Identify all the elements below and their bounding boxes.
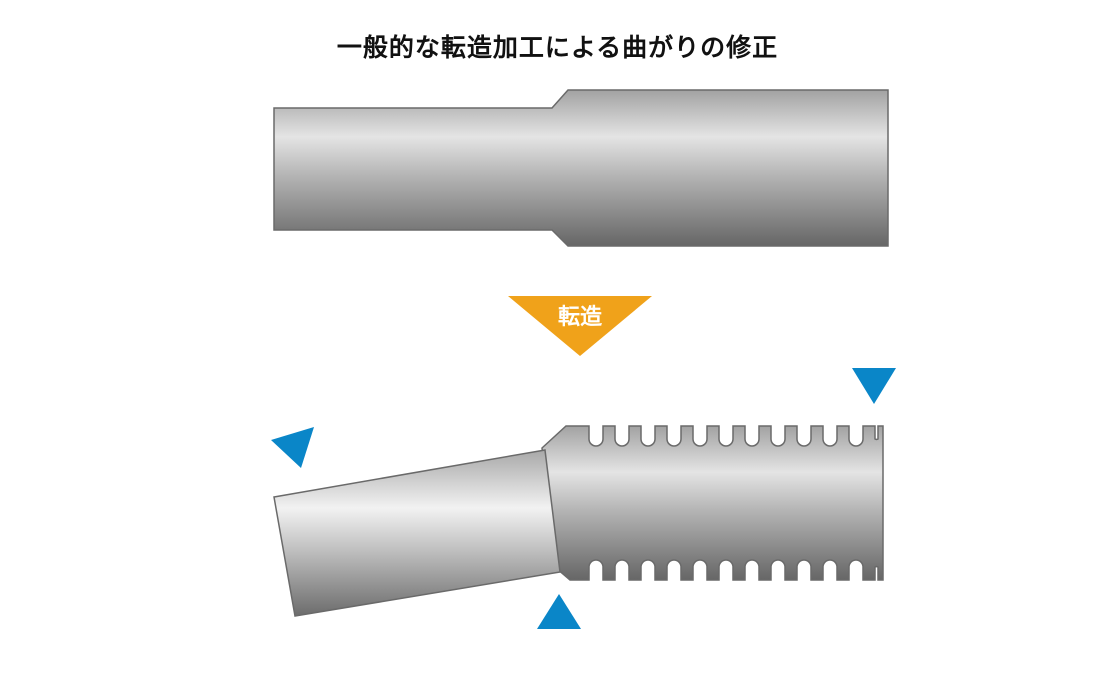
diagram-title: 一般的な転造加工による曲がりの修正 [336,33,779,62]
shaft-after-rolled-section [541,425,884,581]
shaft-after-bent-section [273,449,561,617]
process-label: 転造 [557,305,602,330]
triangle-pointer-bottom-icon [537,594,581,629]
triangle-pointer-right-icon [852,368,896,404]
triangle-pointer-left-icon [271,427,314,468]
down-triangle-arrow-icon [508,296,652,356]
shaft-before [273,89,889,247]
